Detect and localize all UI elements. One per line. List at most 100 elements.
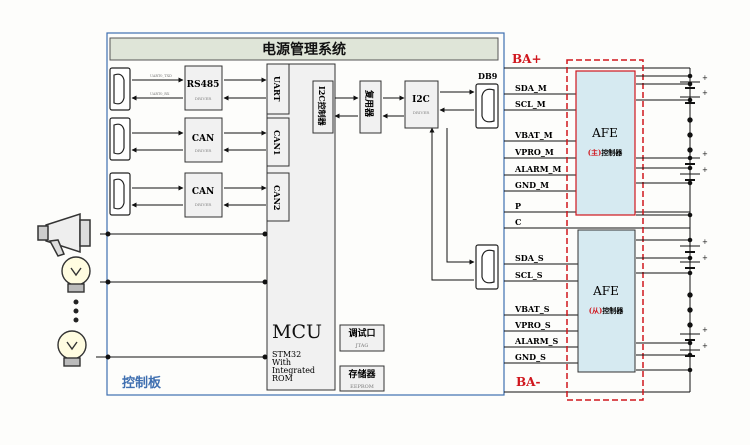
debug-port-label: 调试口 — [348, 327, 375, 339]
battery-plus-sign: + — [702, 166, 708, 174]
mcu-subtitle-3: Integrated — [272, 366, 315, 375]
can2-driver-box — [184, 172, 223, 218]
battery-cell-stack: ++++++++ — [636, 68, 708, 392]
signal-label: GND_S — [515, 352, 546, 362]
signal-label: C — [515, 217, 521, 227]
signal-lines — [504, 93, 690, 364]
signal-label: SDA_S — [515, 253, 544, 263]
storage-label: 存储器 — [348, 368, 376, 380]
page-title: 电源管理系统 — [262, 41, 346, 58]
afe-master-caption: (主)控制器 — [588, 148, 624, 157]
mcu-i2c-controller-label: I2C控制器 — [317, 86, 327, 127]
mcu-can2-port — [266, 172, 290, 222]
cell-tap-node — [687, 81, 693, 87]
ellipsis-dot — [687, 292, 693, 298]
afe-master-box — [575, 70, 636, 216]
mcu-subtitle-1: STM32 — [272, 350, 301, 359]
gpio-lines — [96, 231, 268, 360]
cell-tap-node — [687, 255, 693, 261]
mcu-uart-label: UART — [272, 76, 282, 101]
driver-arrows — [131, 77, 267, 208]
afe-slave-label: AFE — [592, 284, 619, 298]
can2-label: CAN — [192, 187, 214, 197]
battery-plus-sign: + — [702, 238, 708, 246]
can1-driver-box — [184, 117, 223, 163]
connector-icon — [109, 117, 131, 161]
mcu-subtitle-4: ROM — [272, 374, 293, 383]
afe-slave-role: (从) — [589, 306, 603, 315]
cell-tap-node — [687, 367, 693, 373]
cell-tap-node — [687, 180, 693, 186]
cell-tap-node — [687, 340, 693, 346]
battery-plus-sign: + — [702, 254, 708, 262]
horn-icon — [37, 212, 91, 257]
mcu-i2c-controller — [312, 80, 334, 134]
light-bulb-icon — [57, 330, 87, 367]
connector-icon — [109, 172, 131, 216]
rs485-sub: DRIVER — [195, 96, 213, 101]
uart-rx-label: UART0_RX — [150, 92, 170, 96]
ellipsis-dot — [687, 147, 693, 153]
ellipsis-dot — [687, 307, 693, 313]
mcu-subtitle-2: With — [272, 358, 291, 367]
afe-slave-box — [577, 229, 636, 373]
cell-tap-node — [687, 97, 693, 103]
cell-tap-node — [687, 270, 693, 276]
battery-plus-sign: + — [702, 342, 708, 350]
battery-plus-sign: + — [702, 89, 708, 97]
mcu-mux-arrows — [334, 95, 405, 119]
ba-minus-label: BA- — [516, 375, 540, 389]
cell-tap-node — [687, 73, 693, 79]
mcu-can1-label: CAN1 — [272, 130, 282, 155]
signal-labels: SDA_M SCL_M VBAT_M VPRO_M ALARM_M GND_M PC SDA_… — [514, 83, 562, 362]
control-board-label: 控制板 — [122, 375, 162, 391]
i2c-driver-box — [404, 80, 439, 129]
signal-label: VPRO_M — [514, 147, 554, 157]
afe-master-role: (主) — [588, 148, 602, 157]
signal-label: VBAT_M — [514, 130, 553, 140]
ellipsis-dot — [687, 117, 693, 123]
signal-label: P — [515, 201, 521, 211]
uart-tx-label: UART0_TXD — [150, 74, 172, 78]
cell-tap-node — [687, 155, 693, 161]
mux-label: 复用器 — [363, 89, 375, 118]
signal-label: SDA_M — [515, 83, 547, 93]
i2c-db9-arrows — [429, 89, 475, 281]
mcu-can1-port — [266, 117, 290, 167]
signal-label: ALARM_M — [514, 164, 562, 174]
cell-tap-node — [687, 212, 693, 218]
debug-port-sub: JTAG — [355, 343, 369, 349]
ba-plus-label: BA+ — [512, 52, 542, 66]
can1-label: CAN — [192, 134, 214, 144]
ba-bus-lines — [504, 67, 690, 393]
afe-master-label: AFE — [591, 126, 618, 140]
cell-tap-node — [687, 237, 693, 243]
signal-label: SCL_M — [515, 99, 546, 109]
title-banner — [109, 37, 499, 61]
afe-master-suffix: 控制器 — [601, 148, 623, 157]
debug-port-box — [339, 324, 385, 352]
battery-plus-sign: + — [702, 150, 708, 158]
storage-sub: EEPROM — [350, 384, 374, 390]
light-bulb-icon — [61, 256, 91, 293]
signal-label: ALARM_S — [514, 336, 559, 346]
db9-label: DB9 — [478, 71, 498, 81]
db9-connector-icon — [475, 83, 499, 129]
cell-tap-node — [687, 165, 693, 171]
mcu-title: MCU — [272, 321, 322, 343]
db9-connector-icon-lower — [475, 244, 499, 290]
afe-frame — [566, 59, 644, 401]
rs485-driver-box — [184, 65, 223, 111]
can1-sub: DRIVER — [195, 148, 213, 153]
ellipsis-dot — [687, 322, 693, 328]
i2c-label: I2C — [412, 95, 430, 105]
signal-label: GND_M — [515, 180, 549, 190]
storage-box — [339, 365, 385, 392]
can2-sub: DRIVER — [195, 202, 213, 207]
signal-label: VPRO_S — [514, 320, 551, 330]
signal-label: VBAT_S — [514, 304, 550, 314]
battery-plus-sign: + — [702, 326, 708, 334]
control-board-frame — [106, 32, 505, 396]
mcu-uart-port — [266, 63, 290, 115]
